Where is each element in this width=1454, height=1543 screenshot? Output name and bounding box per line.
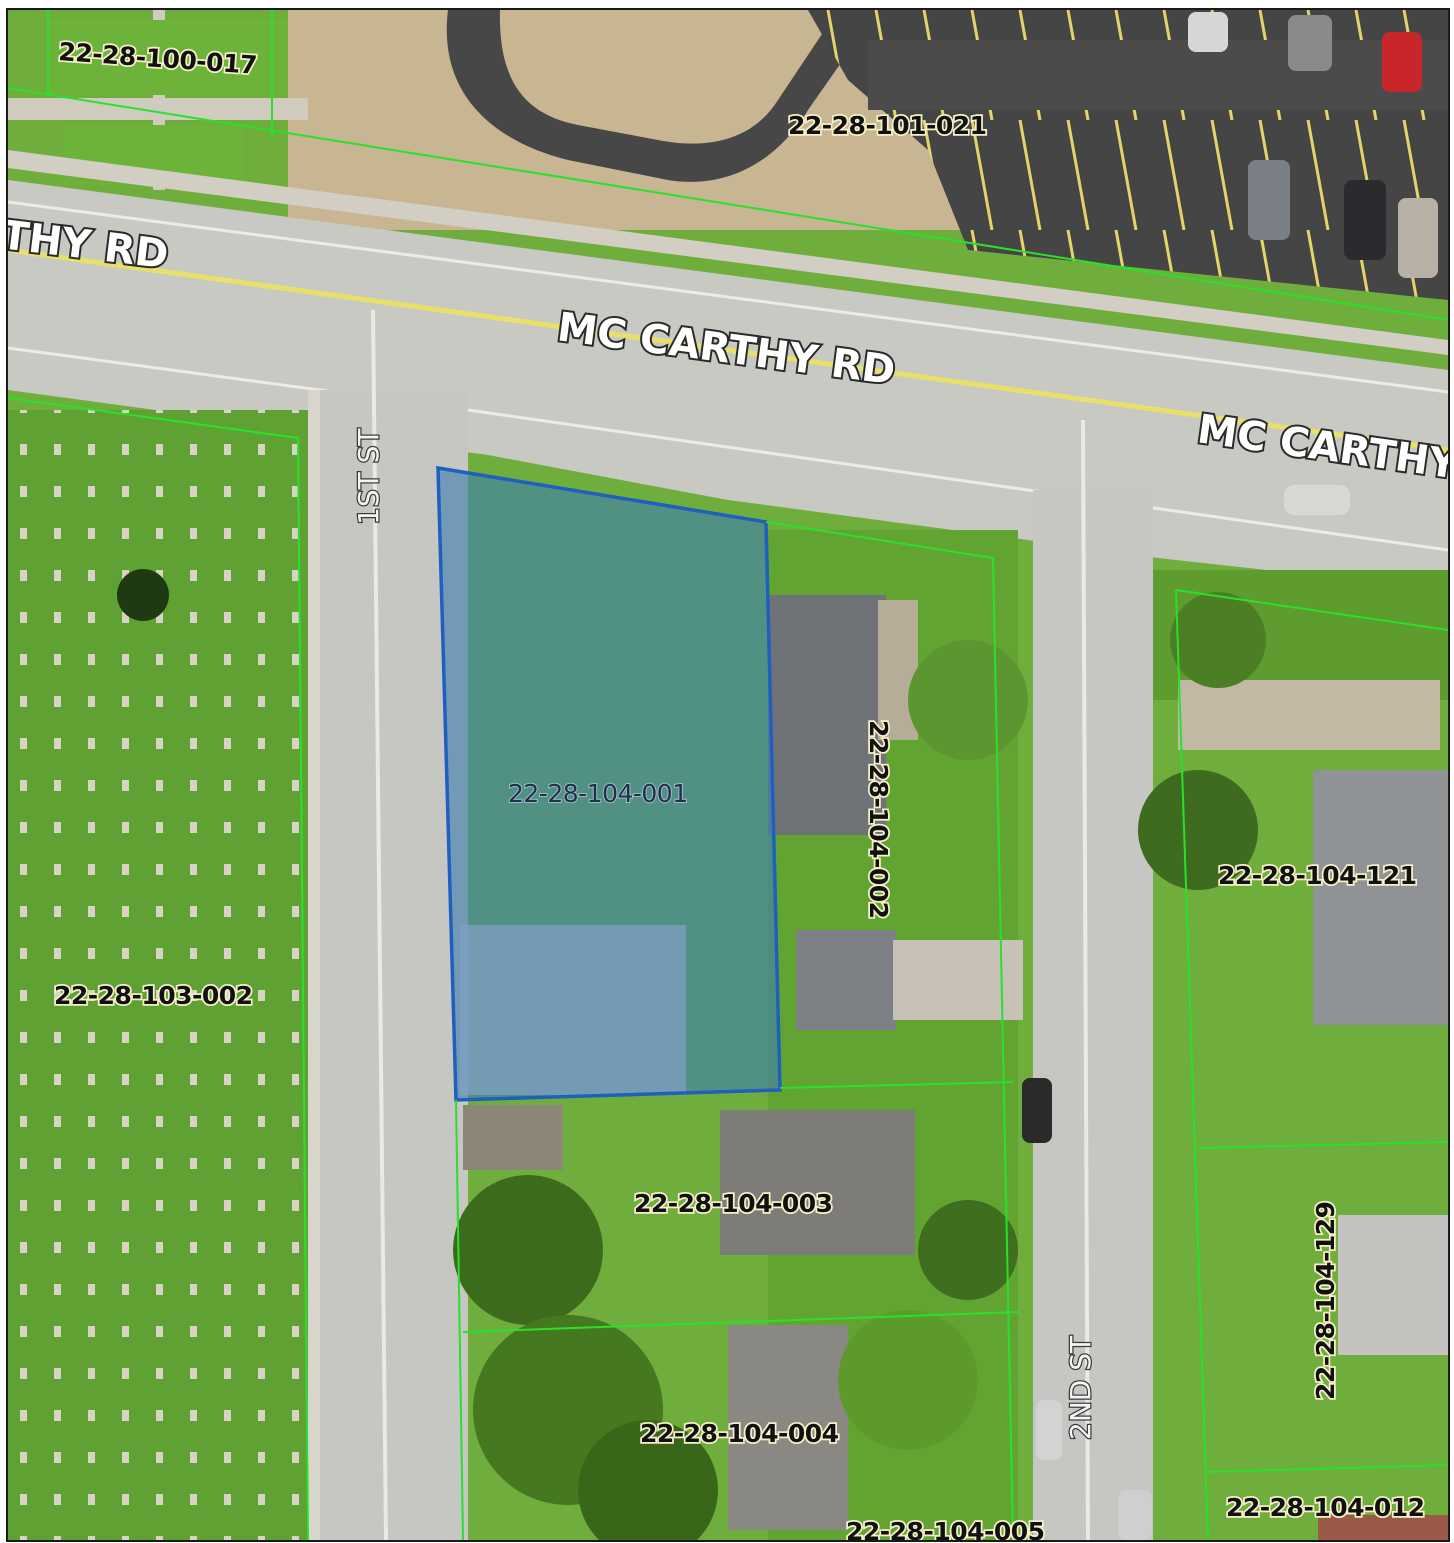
building xyxy=(768,595,886,835)
aerial-map[interactable]: THY RD MC CARTHY RD MC CARTHY 1ST ST 2ND… xyxy=(8,10,1448,1540)
car xyxy=(1188,12,1228,52)
car xyxy=(1284,485,1350,515)
car xyxy=(1118,1490,1152,1540)
tree xyxy=(1170,592,1266,688)
car xyxy=(1382,32,1422,92)
tree xyxy=(1138,770,1258,890)
road-center-line xyxy=(8,247,1448,453)
tree xyxy=(578,1420,718,1540)
map-frame: THY RD MC CARTHY RD MC CARTHY 1ST ST 2ND… xyxy=(6,8,1450,1542)
building xyxy=(463,1105,563,1170)
parcel-label-selected: 22-28-104-001 xyxy=(508,779,688,808)
building xyxy=(728,1325,848,1530)
parcel-label: 22-28-101-021 xyxy=(788,111,987,140)
building xyxy=(1313,770,1448,1025)
parcel-label: 22-28-104-012 xyxy=(1226,1493,1425,1522)
tree xyxy=(918,1200,1018,1300)
tree xyxy=(453,1175,603,1325)
2nd-street-road xyxy=(1033,490,1153,1540)
car xyxy=(1022,1078,1052,1143)
building xyxy=(720,1110,915,1255)
tree xyxy=(908,640,1028,760)
parcel-label: 22-28-103-002 xyxy=(54,981,253,1010)
mc-carthy-road xyxy=(8,180,1448,590)
car xyxy=(1344,180,1386,260)
parcel-lines xyxy=(8,10,1448,1540)
street-label-1st: 1ST ST xyxy=(352,428,385,525)
parcel-label: 22-28-104-121 xyxy=(1218,861,1417,890)
parcel-label: 22-28-104-002 xyxy=(864,720,893,919)
building xyxy=(1318,1515,1448,1540)
2nd-street-line xyxy=(1081,419,1090,1540)
car xyxy=(1288,15,1332,71)
parcel-label: 22-28-104-005 xyxy=(846,1517,1045,1540)
parcel-label: 22-28-104-003 xyxy=(634,1189,833,1218)
curved-driveway xyxy=(446,10,878,182)
street-label-2nd: 2ND ST xyxy=(1064,1335,1097,1440)
car xyxy=(1036,1400,1062,1460)
driveway xyxy=(893,940,1023,1020)
driveway xyxy=(1178,680,1440,750)
north-sidewalk xyxy=(8,150,1448,355)
parcel-label: 22-28-104-004 xyxy=(640,1419,839,1448)
car xyxy=(1398,198,1438,278)
lawn xyxy=(48,20,288,95)
parcel-label: 22-28-104-129 xyxy=(1311,1201,1340,1400)
parking-row-north xyxy=(868,40,1448,110)
building xyxy=(796,930,896,1030)
road-edge-line xyxy=(8,200,1448,394)
car xyxy=(1248,160,1290,240)
building-in-selected-parcel xyxy=(460,925,686,1095)
1st-street-line xyxy=(371,309,388,1540)
1st-street-edge xyxy=(308,390,320,1540)
building xyxy=(1338,1215,1448,1355)
tree xyxy=(838,1310,978,1450)
selected-parcel-outline[interactable] xyxy=(436,465,782,1102)
tree xyxy=(117,569,169,621)
